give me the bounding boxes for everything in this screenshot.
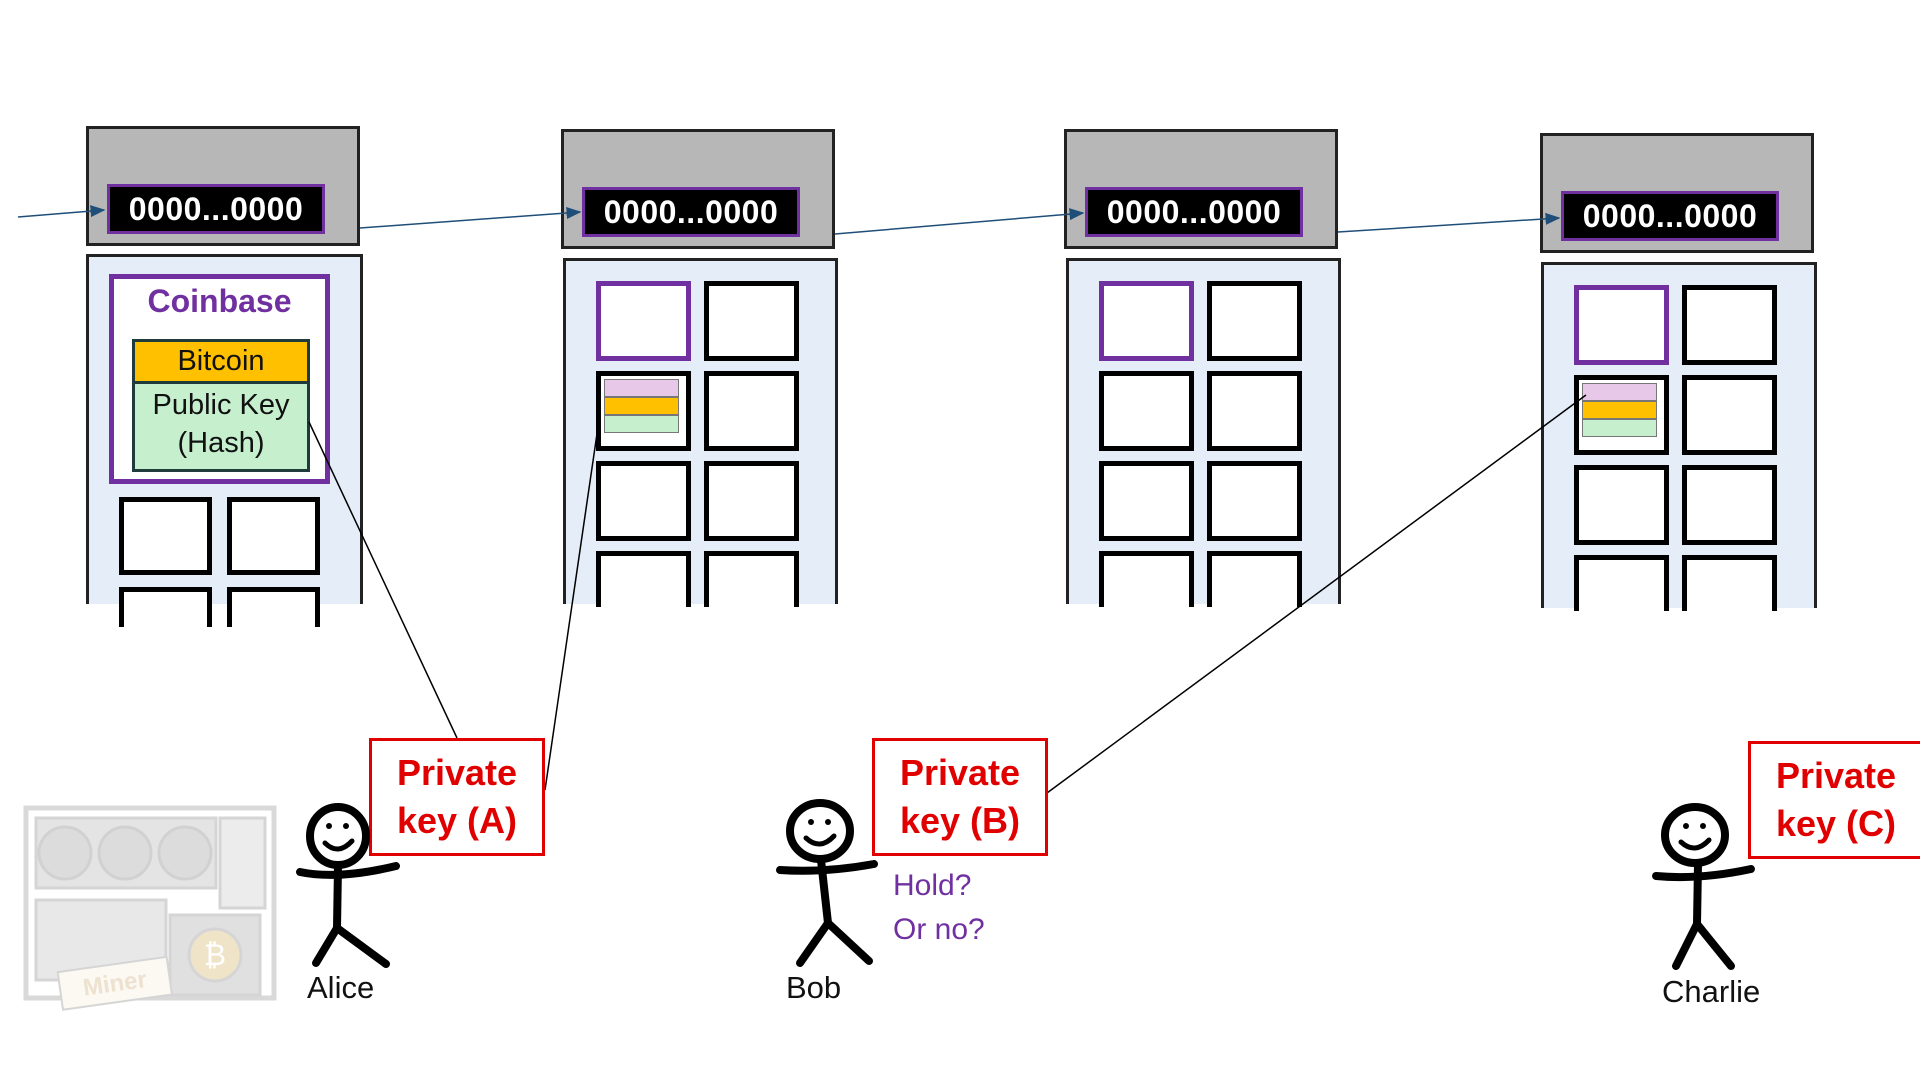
tx-public-key (604, 415, 679, 433)
chain-link-2-3 (834, 208, 1085, 235)
miner-rig-icon: ₿ Miner (23, 805, 277, 1011)
tx-slot (596, 461, 691, 541)
charlie-name: Charlie (1662, 974, 1761, 1009)
tx-slot (1207, 281, 1302, 361)
block-3-hash: 0000...0000 (1085, 187, 1303, 237)
alice-key-to-coinbase (308, 421, 458, 739)
tx-slot (596, 551, 691, 607)
chain-link-3-4 (1337, 212, 1561, 233)
tx-slot (1682, 465, 1777, 545)
charlie-figure-icon (1652, 803, 1755, 970)
alice-figure-icon (296, 803, 400, 968)
bob-figure-icon (776, 799, 878, 967)
public-key-line2: (Hash) (177, 427, 265, 459)
tx-bitcoin (1582, 401, 1657, 419)
private-key-a-line1: Private (396, 752, 518, 793)
tx-slot (1682, 375, 1777, 455)
tx-slot (1207, 461, 1302, 541)
tx-slot (1682, 555, 1777, 611)
public-key-hash: Public Key (Hash) (132, 384, 310, 472)
tx-input (604, 379, 679, 397)
block-1-body: Coinbase Bitcoin Public Key (Hash) (86, 254, 363, 627)
tx-slot (704, 371, 799, 451)
block-2-body (563, 258, 838, 607)
bob-name: Bob (786, 970, 842, 1005)
alice-key-to-tx (544, 419, 600, 791)
chain-link-in (17, 205, 106, 218)
coinbase-slot (596, 281, 691, 361)
chain-link-1-2 (359, 206, 582, 229)
tx-slot (1574, 555, 1669, 611)
alice-tx-slot (596, 371, 691, 451)
coinbase-slot (1574, 285, 1669, 365)
tx-slot (1099, 371, 1194, 451)
tx-slot (1207, 371, 1302, 451)
bob-question: Hold? Or no? (893, 864, 985, 952)
private-key-a-line2: key (A) (396, 800, 518, 841)
private-key-c: Private key (C) (1748, 741, 1920, 859)
block-2-hash: 0000...0000 (582, 187, 800, 237)
bob-question-line2: Or no? (893, 913, 985, 946)
tx-slot (1574, 465, 1669, 545)
block-4-body (1541, 262, 1817, 611)
private-key-b-line1: Private (899, 752, 1021, 793)
private-key-b: Private key (B) (872, 738, 1048, 856)
private-key-a: Private key (A) (369, 738, 545, 856)
tx-public-key (1582, 419, 1657, 437)
bob-key-to-tx (1046, 394, 1587, 794)
coinbase-title: Coinbase (147, 283, 292, 319)
bob-question-line1: Hold? (893, 869, 972, 902)
alice-name: Alice (307, 970, 375, 1005)
private-key-b-line2: key (B) (899, 800, 1021, 841)
private-key-c-line2: key (C) (1775, 803, 1897, 844)
coinbase-transaction: Coinbase Bitcoin Public Key (Hash) (109, 274, 330, 484)
bob-tx-slot (1574, 375, 1669, 455)
tx-input (1582, 383, 1657, 401)
tx-slot (227, 587, 320, 627)
block-1-hash: 0000...0000 (107, 184, 325, 234)
bitcoin-output: Bitcoin (132, 339, 310, 384)
tx-slot (704, 461, 799, 541)
tx-slot (1682, 285, 1777, 365)
public-key-line1: Public Key (152, 389, 290, 421)
tx-slot (1099, 461, 1194, 541)
block-4-hash: 0000...0000 (1561, 191, 1779, 241)
tx-slot (119, 587, 212, 627)
block-3-body (1066, 258, 1341, 607)
tx-slot (227, 497, 320, 575)
tx-slot (119, 497, 212, 575)
tx-slot (1099, 551, 1194, 607)
tx-slot (704, 281, 799, 361)
coinbase-slot (1099, 281, 1194, 361)
tx-bitcoin (604, 397, 679, 415)
tx-slot (704, 551, 799, 607)
tx-slot (1207, 551, 1302, 607)
svg-text:₿: ₿ (204, 938, 226, 973)
private-key-c-line1: Private (1775, 755, 1897, 796)
